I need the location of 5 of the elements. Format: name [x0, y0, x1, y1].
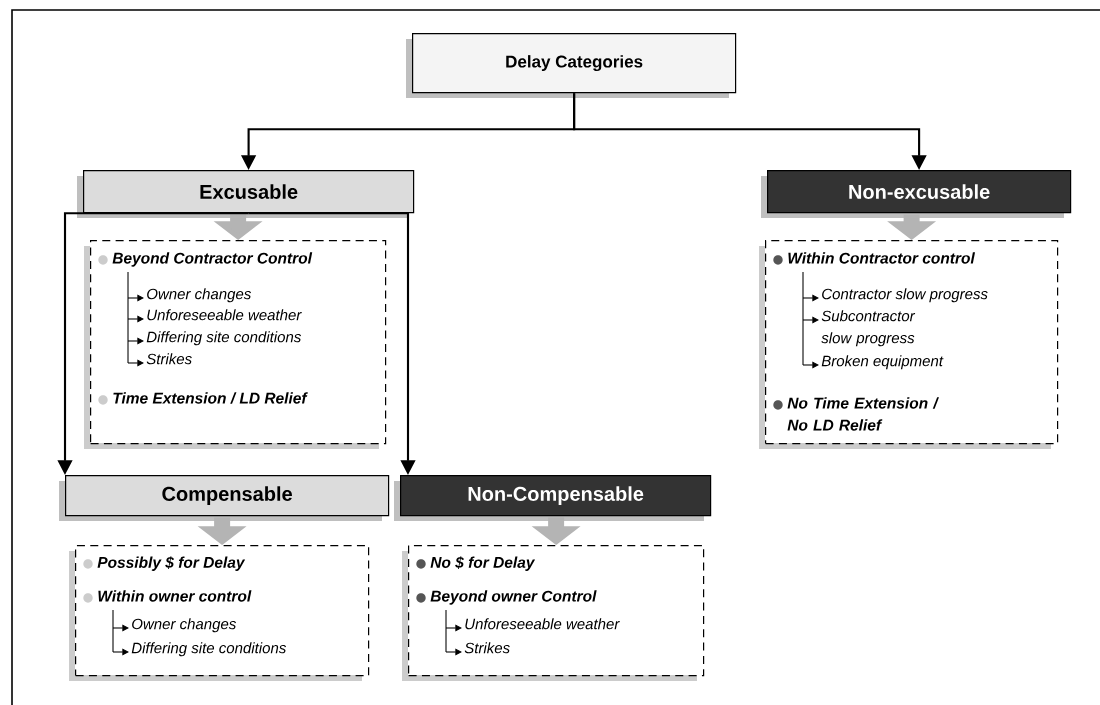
- category-box: Compensable: [59, 475, 390, 521]
- category-box: Non-excusable: [761, 170, 1072, 218]
- category-box: Excusable: [77, 170, 415, 218]
- title-box: Delay Categories: [406, 33, 737, 98]
- category-box: Non-Compensable: [394, 475, 712, 521]
